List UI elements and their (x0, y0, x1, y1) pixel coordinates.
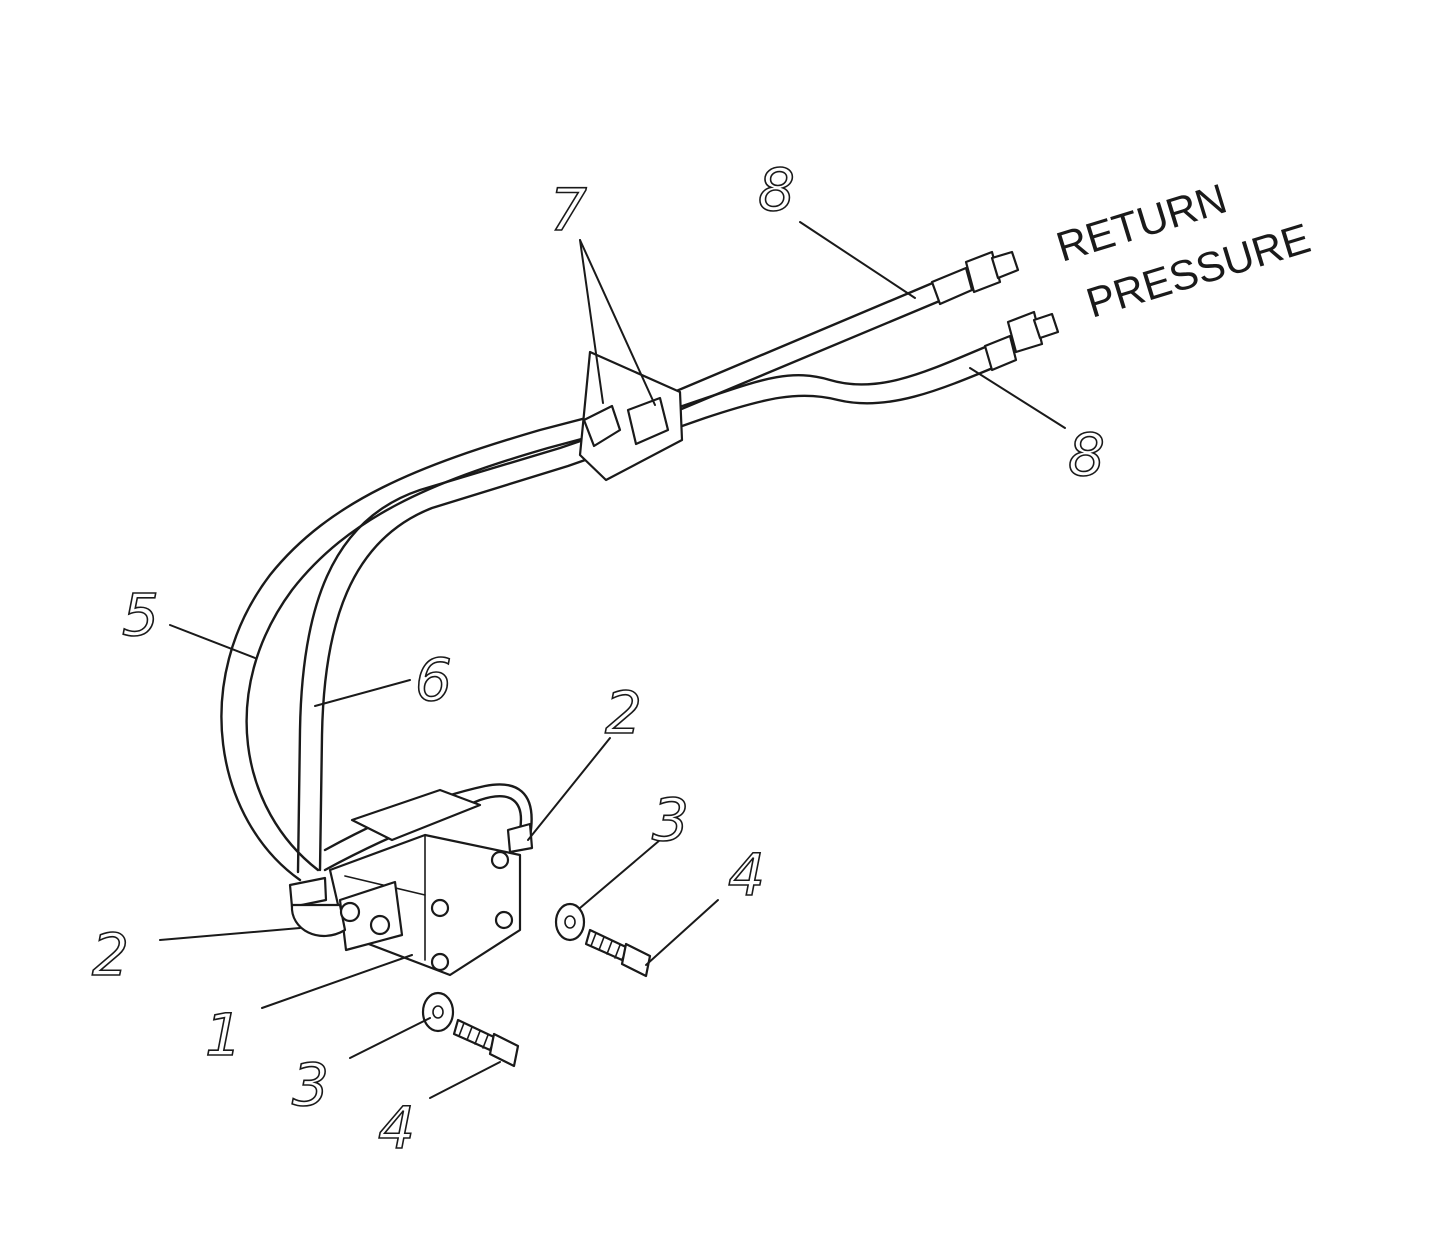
callout-hose-end-pressure: 8 (1068, 421, 1105, 489)
port-labels: RETURN PRESSURE (1051, 174, 1316, 326)
hose-end-fitting-return (930, 250, 1020, 306)
valve-block (328, 788, 522, 977)
callout-hose-pressure: 6 (415, 646, 452, 714)
hose-5-return (220, 280, 944, 882)
washer-upper (554, 902, 586, 942)
elbow-fitting-left (288, 876, 391, 938)
callout-block: 1 (205, 1001, 242, 1069)
callout-clamp: 7 (550, 176, 587, 244)
washer-lower (421, 991, 455, 1033)
callout-bolt-lower: 4 (378, 1094, 415, 1162)
leader-lines (159, 221, 1066, 1099)
hose-clamp-bracket (578, 350, 684, 482)
elbow-fitting-right (506, 822, 534, 854)
callout-elbow-left: 2 (92, 921, 129, 989)
callout-hose-return: 5 (122, 581, 159, 649)
callout-bolt-upper: 4 (728, 841, 765, 909)
bolt-upper (584, 928, 652, 978)
callout-washer-upper: 3 (652, 786, 689, 854)
callout-washer-lower: 3 (292, 1051, 329, 1119)
callout-elbow-right: 2 (605, 679, 642, 747)
hose-6-pressure (296, 343, 1002, 874)
callout-labels: 1 2 2 3 3 4 4 5 6 7 8 8 (91, 155, 1106, 1163)
callout-hose-end-return: 8 (758, 156, 795, 224)
hose-end-fitting-pressure (983, 310, 1060, 372)
bolt-lower (452, 1018, 520, 1068)
